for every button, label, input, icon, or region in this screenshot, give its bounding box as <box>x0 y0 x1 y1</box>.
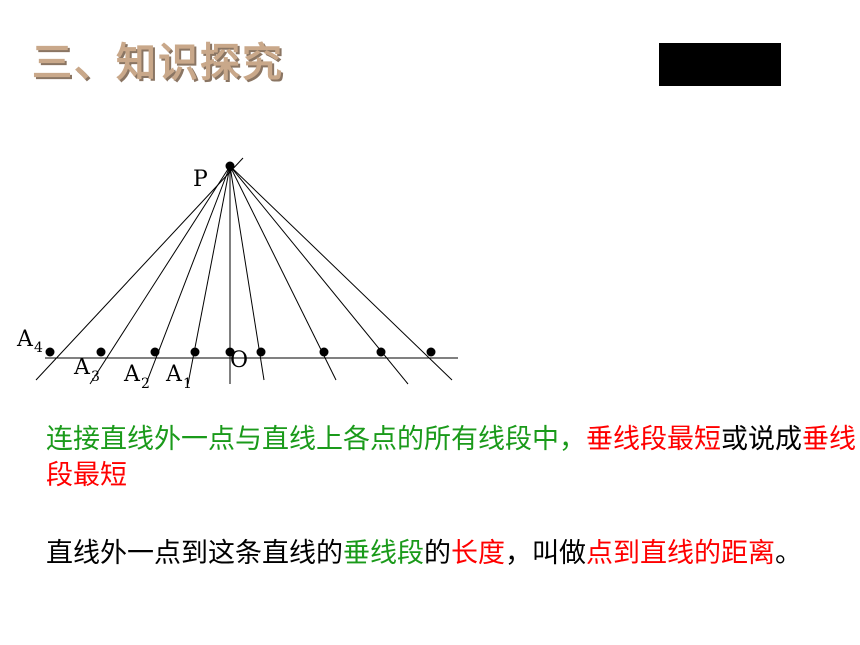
label-a3-sub: 3 <box>91 369 100 385</box>
label-a2: A <box>123 362 141 387</box>
label-o: O <box>230 348 248 373</box>
point-r3 <box>376 347 386 357</box>
ray-a4 <box>35 157 244 381</box>
point-r1 <box>256 347 266 357</box>
def-part1: 直线外一点到这条直线的 <box>46 538 343 569</box>
ray-r4 <box>229 165 453 381</box>
label-a1: A <box>165 362 183 387</box>
ray-r3 <box>229 165 409 385</box>
definition-paragraph: 直线外一点到这条直线的垂线段的长度，叫做点到直线的距离。 <box>46 536 856 572</box>
label-p: P <box>193 167 208 192</box>
label-a4: A <box>16 327 34 352</box>
label-a1-sub: 1 <box>183 376 192 392</box>
def-distance: 点到直线的距离 <box>586 538 775 569</box>
ray-r2 <box>229 165 337 381</box>
def-of: 的 <box>424 538 451 569</box>
theorem-conclusion: 垂线段最短 <box>586 424 721 455</box>
black-box <box>659 43 781 86</box>
label-a4-sub: 4 <box>34 340 43 356</box>
point-r2 <box>319 347 329 357</box>
point-a1 <box>190 347 200 357</box>
label-a3: A <box>73 355 91 380</box>
def-length: 长度 <box>451 538 505 569</box>
ray-a2 <box>145 165 231 385</box>
theorem-or: 或说成 <box>721 424 802 455</box>
rays-from-p <box>35 157 453 385</box>
theorem-intro: 连接直线外一点与直线上各点的所有线段中， <box>46 424 586 455</box>
point-p <box>225 161 235 171</box>
ray-a3 <box>89 165 231 385</box>
label-a2-sub: 2 <box>141 376 150 392</box>
theorem-paragraph: 连接直线外一点与直线上各点的所有线段中，垂线段最短或说成垂线段最短 <box>46 422 856 494</box>
page-title: 三、知识探究 <box>32 40 284 86</box>
ray-r1 <box>229 165 265 381</box>
point-a4 <box>45 347 55 357</box>
theorem-short: 垂线段最短 <box>46 424 856 491</box>
point-o <box>225 347 235 357</box>
def-period: 。 <box>775 538 802 569</box>
def-perpendicular: 垂线段 <box>343 538 424 569</box>
point-r4 <box>426 347 436 357</box>
def-called: ，叫做 <box>505 538 586 569</box>
point-a3 <box>96 347 106 357</box>
point-a2 <box>150 347 160 357</box>
